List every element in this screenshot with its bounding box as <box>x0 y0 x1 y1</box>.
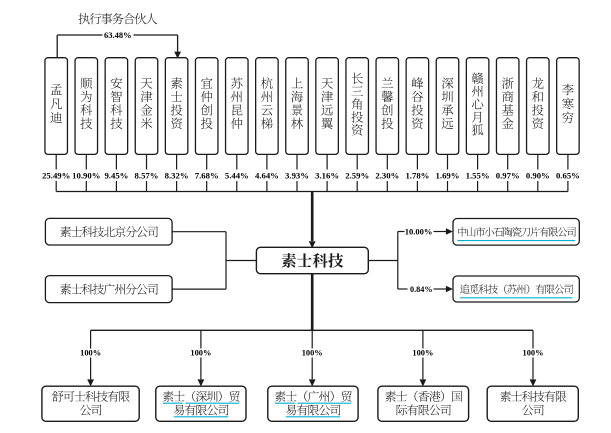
svg-text:8.57%: 8.57% <box>135 171 159 181</box>
svg-text:100%: 100% <box>302 349 323 358</box>
svg-text:100%: 100% <box>412 349 433 358</box>
svg-text:100%: 100% <box>523 349 544 358</box>
svg-text:25.49%: 25.49% <box>42 171 70 181</box>
svg-text:3.16%: 3.16% <box>315 171 339 181</box>
svg-text:10.90%: 10.90% <box>72 171 100 181</box>
svg-text:1.78%: 1.78% <box>405 171 429 181</box>
svg-text:0.65%: 0.65% <box>556 171 580 181</box>
svg-text:10.00%: 10.00% <box>405 227 433 237</box>
svg-text:9.45%: 9.45% <box>104 171 128 181</box>
svg-text:100%: 100% <box>80 349 101 358</box>
svg-text:4.64%: 4.64% <box>255 171 279 181</box>
svg-text:0.90%: 0.90% <box>526 171 550 181</box>
svg-text:0.97%: 0.97% <box>496 171 520 181</box>
svg-text:63.48%: 63.48% <box>104 30 132 40</box>
svg-text:2.30%: 2.30% <box>375 171 399 181</box>
svg-text:7.68%: 7.68% <box>195 171 219 181</box>
svg-text:1.69%: 1.69% <box>436 171 460 181</box>
svg-text:8.32%: 8.32% <box>165 171 189 181</box>
svg-text:2.59%: 2.59% <box>345 171 369 181</box>
svg-text:100%: 100% <box>190 349 211 358</box>
svg-text:5.44%: 5.44% <box>225 171 249 181</box>
svg-text:0.84%: 0.84% <box>410 285 433 294</box>
svg-text:3.93%: 3.93% <box>285 171 309 181</box>
svg-text:1.55%: 1.55% <box>466 171 490 181</box>
